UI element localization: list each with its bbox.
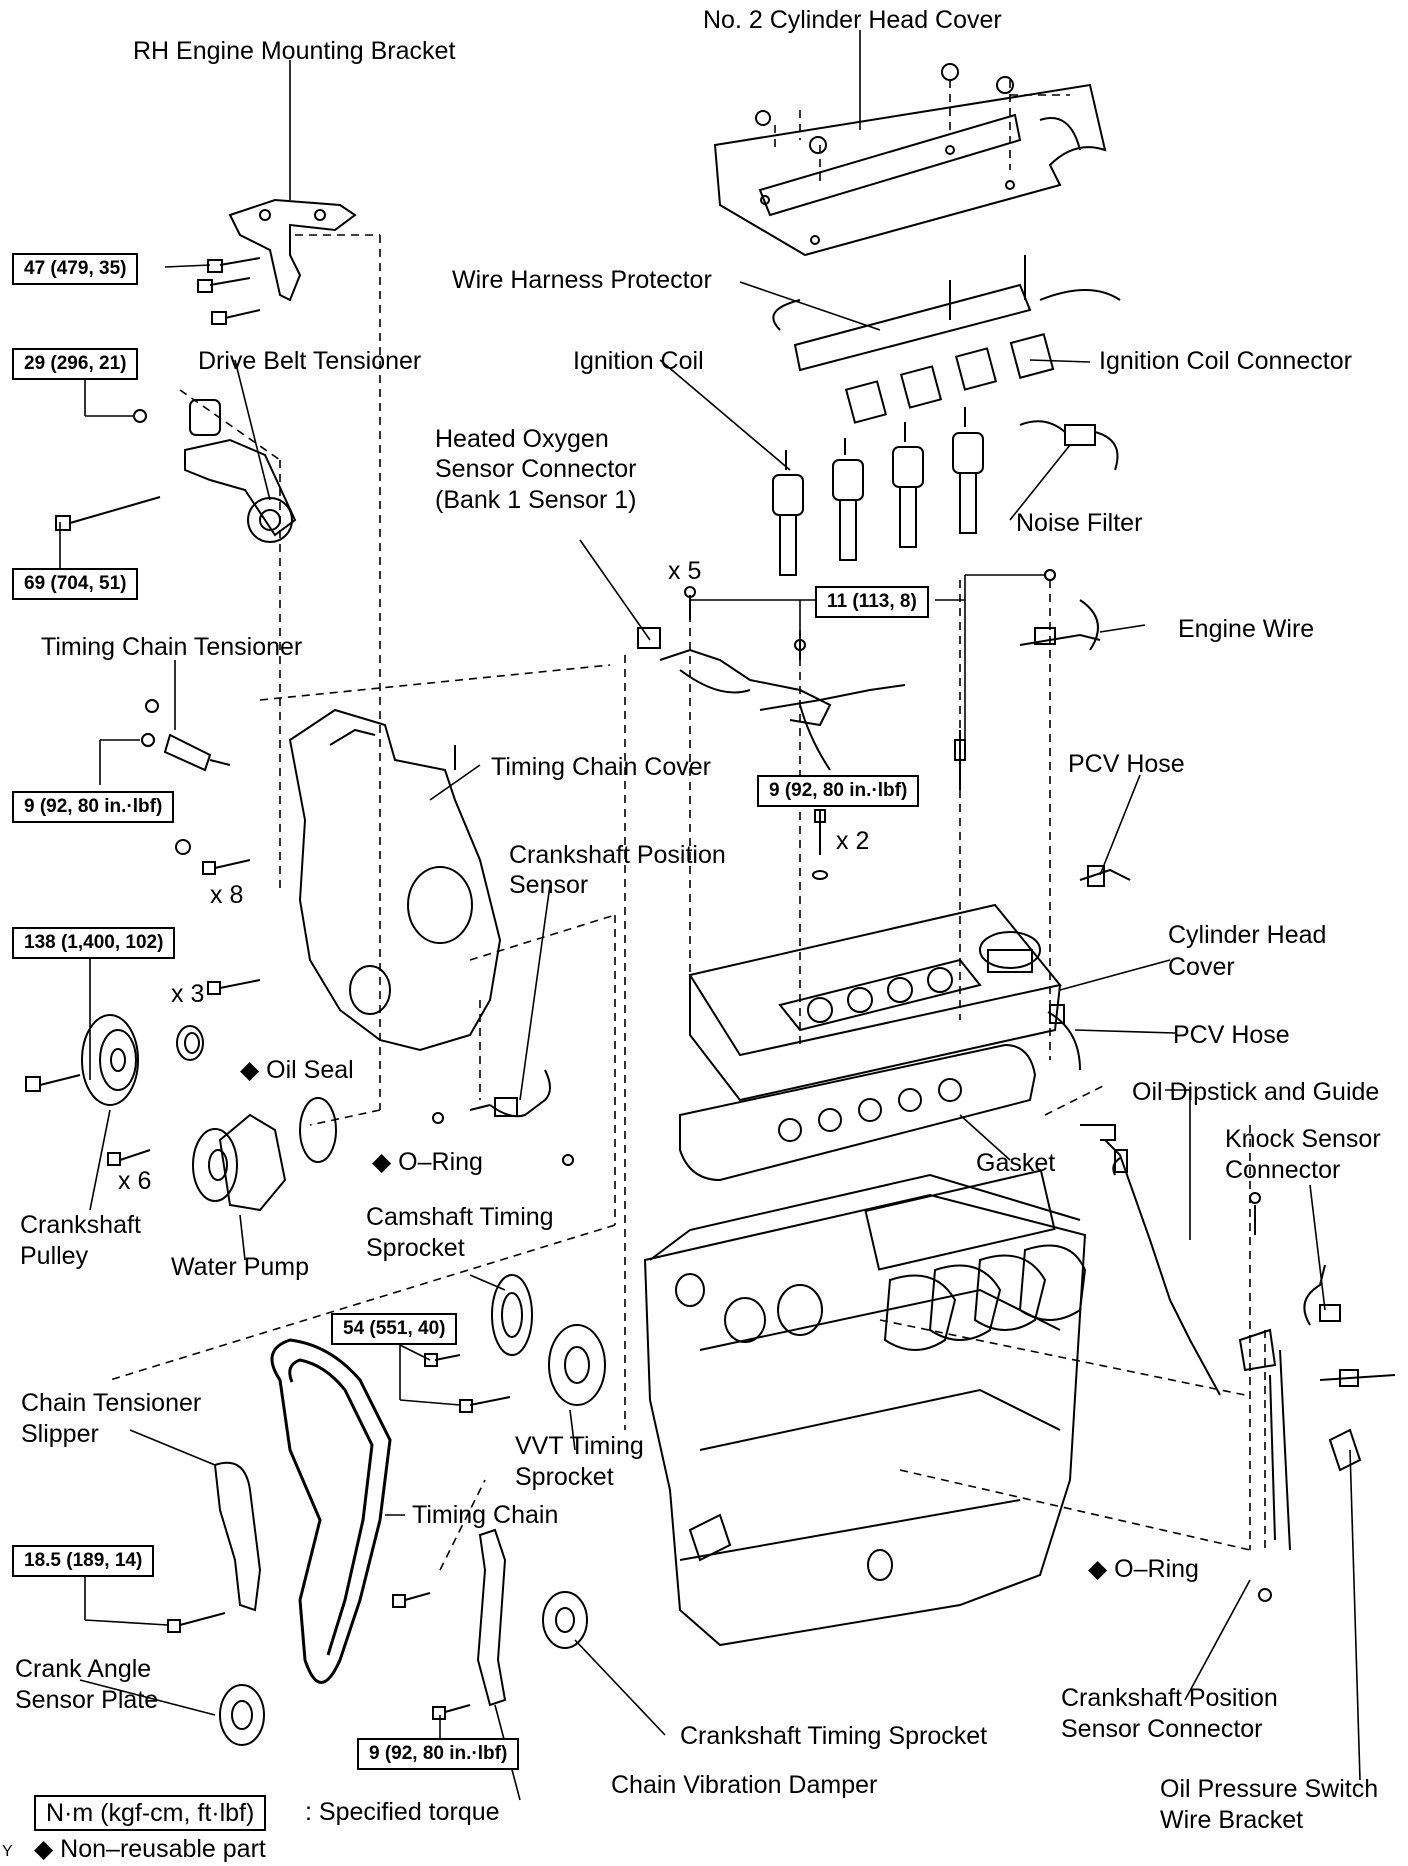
crankshaft-pulley-drawing bbox=[25, 1014, 139, 1106]
label-knock-sensor-connector-2: Connector bbox=[1225, 1156, 1341, 1184]
oil-seal-drawing bbox=[176, 1025, 204, 1061]
label-noise-filter: Noise Filter bbox=[1016, 509, 1143, 537]
legend-nonreusable-part: ◆ Non–reusable part bbox=[34, 1835, 266, 1863]
no2-cylinder-head-cover-drawing bbox=[713, 63, 1107, 257]
label-crankshaft-timing-sprocket: Crankshaft Timing Sprocket bbox=[680, 1722, 988, 1750]
water-pump-o-ring-drawing bbox=[299, 1097, 337, 1163]
cylinder-head-cover-drawing bbox=[688, 903, 1062, 1102]
drive-belt-tensioner-drawing bbox=[55, 399, 297, 543]
legend-torque-description: : Specified torque bbox=[305, 1798, 500, 1826]
label-crankshaft-pulley-1: Crankshaft bbox=[20, 1211, 141, 1239]
label-ignition-coil-connector: Ignition Coil Connector bbox=[1099, 347, 1352, 375]
legend-torque-units: N·m (kgf-cm, ft·lbf) bbox=[34, 1795, 267, 1831]
label-chain-tensioner-slipper-1: Chain Tensioner bbox=[21, 1389, 202, 1417]
oil-dipstick-drawing bbox=[1080, 1124, 1291, 1602]
gasket-drawing bbox=[679, 1043, 1037, 1182]
label-crankshaft-position-sensor-2: Sensor bbox=[509, 871, 589, 899]
torque-box-69: 69 (704, 51) bbox=[12, 568, 139, 600]
pcv-hose-drawings bbox=[1047, 865, 1131, 1071]
qty-x8: x 8 bbox=[210, 881, 244, 909]
label-crankshaft-position-sensor-1: Crankshaft Position bbox=[509, 841, 726, 869]
torque-box-9-damper: 9 (92, 80 in.·lbf) bbox=[357, 1738, 520, 1770]
label-heated-oxygen-sensor-connector-2: Sensor Connector bbox=[435, 455, 637, 483]
camshaft-timing-sprocket-drawing bbox=[491, 1274, 533, 1356]
label-vvt-timing-sprocket-2: Sprocket bbox=[515, 1463, 614, 1491]
torque-box-138: 138 (1,400, 102) bbox=[12, 927, 176, 959]
leader-lines bbox=[79, 30, 1361, 1801]
label-camshaft-timing-sprocket-2: Sprocket bbox=[366, 1234, 465, 1262]
label-heated-oxygen-sensor-connector-3: (Bank 1 Sensor 1) bbox=[435, 486, 637, 514]
label-chain-vibration-damper: Chain Vibration Damper bbox=[611, 1771, 878, 1799]
camshaft-bolts-drawing bbox=[424, 1353, 511, 1413]
label-engine-wire: Engine Wire bbox=[1178, 615, 1315, 643]
water-pump-drawing bbox=[107, 1113, 287, 1212]
torque-box-47: 47 (479, 35) bbox=[12, 253, 139, 285]
label-water-pump: Water Pump bbox=[171, 1253, 310, 1281]
timing-chain-tensioner-drawing bbox=[141, 699, 231, 772]
label-timing-chain-tensioner: Timing Chain Tensioner bbox=[41, 633, 303, 661]
label-crankshaft-pulley-2: Pulley bbox=[20, 1242, 89, 1270]
wire-harness-and-coils-drawing bbox=[772, 255, 1121, 576]
qty-x3: x 3 bbox=[171, 980, 205, 1008]
label-chain-tensioner-slipper-2: Slipper bbox=[21, 1420, 99, 1448]
qty-x2: x 2 bbox=[836, 827, 870, 855]
timing-chain-cover-drawing bbox=[175, 708, 502, 1052]
vvt-timing-sprocket-drawing bbox=[548, 1324, 606, 1406]
label-oil-pressure-switch-wire-bracket-2: Wire Bracket bbox=[1160, 1806, 1304, 1834]
crank-angle-sensor-plate-drawing bbox=[219, 1684, 265, 1746]
crankshaft-timing-sprocket-drawing bbox=[542, 1591, 588, 1649]
chain-tensioner-slipper-drawing bbox=[167, 1461, 262, 1633]
label-no2-cylinder-head-cover: No. 2 Cylinder Head Cover bbox=[703, 6, 1002, 34]
torque-box-54: 54 (551, 40) bbox=[331, 1313, 458, 1345]
qty-x5: x 5 bbox=[668, 557, 702, 585]
torque-connector-lines bbox=[59, 264, 1045, 1738]
label-o-ring-dipstick: ◆ O–Ring bbox=[1088, 1555, 1199, 1583]
misc-bolts-drawing bbox=[684, 569, 1056, 880]
cylinder-block-drawing bbox=[643, 1169, 1087, 1647]
label-gasket: Gasket bbox=[976, 1149, 1056, 1177]
rh-engine-mounting-bracket-drawing bbox=[197, 198, 357, 325]
torque-box-18-5: 18.5 (189, 14) bbox=[12, 1545, 155, 1577]
label-pcv-hose-bottom: PCV Hose bbox=[1173, 1021, 1290, 1049]
label-ignition-coil: Ignition Coil bbox=[573, 347, 704, 375]
label-crank-angle-sensor-plate-1: Crank Angle bbox=[15, 1655, 152, 1683]
label-drive-belt-tensioner: Drive Belt Tensioner bbox=[198, 347, 422, 375]
qty-x6: x 6 bbox=[118, 1167, 152, 1195]
corner-mark: Y bbox=[2, 1843, 13, 1860]
engine-wire-drawing bbox=[1019, 569, 1101, 651]
label-cylinder-head-cover-2: Cover bbox=[1168, 953, 1235, 981]
assembly-guide-lines bbox=[109, 80, 1266, 1571]
label-pcv-hose-top: PCV Hose bbox=[1068, 750, 1185, 778]
label-cylinder-head-cover-1: Cylinder Head bbox=[1168, 921, 1327, 949]
label-oil-dipstick-and-guide: Oil Dipstick and Guide bbox=[1132, 1078, 1380, 1106]
label-crank-angle-sensor-plate-2: Sensor Plate bbox=[15, 1686, 159, 1714]
label-timing-chain-cover: Timing Chain Cover bbox=[491, 753, 711, 781]
chain-vibration-damper-drawing bbox=[392, 1528, 507, 1720]
label-o-ring-water-pump: ◆ O–Ring bbox=[372, 1148, 483, 1176]
torque-box-9-sensor: 9 (92, 80 in.·lbf) bbox=[757, 775, 920, 807]
knock-sensor-connector-drawing bbox=[1249, 1192, 1396, 1472]
torque-box-29: 29 (296, 21) bbox=[12, 348, 139, 380]
timing-chain-drawing bbox=[270, 1338, 392, 1684]
label-crankshaft-position-sensor-connector-1: Crankshaft Position bbox=[1061, 1684, 1278, 1712]
torque-box-11: 11 (113, 8) bbox=[815, 586, 929, 618]
crankshaft-position-sensor-drawing bbox=[432, 1069, 574, 1166]
torque-box-9-tensioner: 9 (92, 80 in.·lbf) bbox=[12, 791, 175, 823]
label-oil-pressure-switch-wire-bracket-1: Oil Pressure Switch bbox=[1160, 1775, 1379, 1803]
label-knock-sensor-connector-1: Knock Sensor bbox=[1225, 1125, 1381, 1153]
label-vvt-timing-sprocket-1: VVT Timing bbox=[515, 1432, 644, 1460]
label-oil-seal: ◆ Oil Seal bbox=[240, 1056, 354, 1084]
label-rh-engine-mounting-bracket: RH Engine Mounting Bracket bbox=[133, 37, 456, 65]
label-wire-harness-protector: Wire Harness Protector bbox=[452, 266, 712, 294]
label-crankshaft-position-sensor-connector-2: Sensor Connector bbox=[1061, 1715, 1263, 1743]
label-camshaft-timing-sprocket-1: Camshaft Timing bbox=[366, 1203, 554, 1231]
oxygen-sensor-harness-drawing bbox=[637, 627, 906, 771]
label-timing-chain: Timing Chain bbox=[412, 1501, 559, 1529]
label-heated-oxygen-sensor-connector-1: Heated Oxygen bbox=[435, 425, 609, 453]
